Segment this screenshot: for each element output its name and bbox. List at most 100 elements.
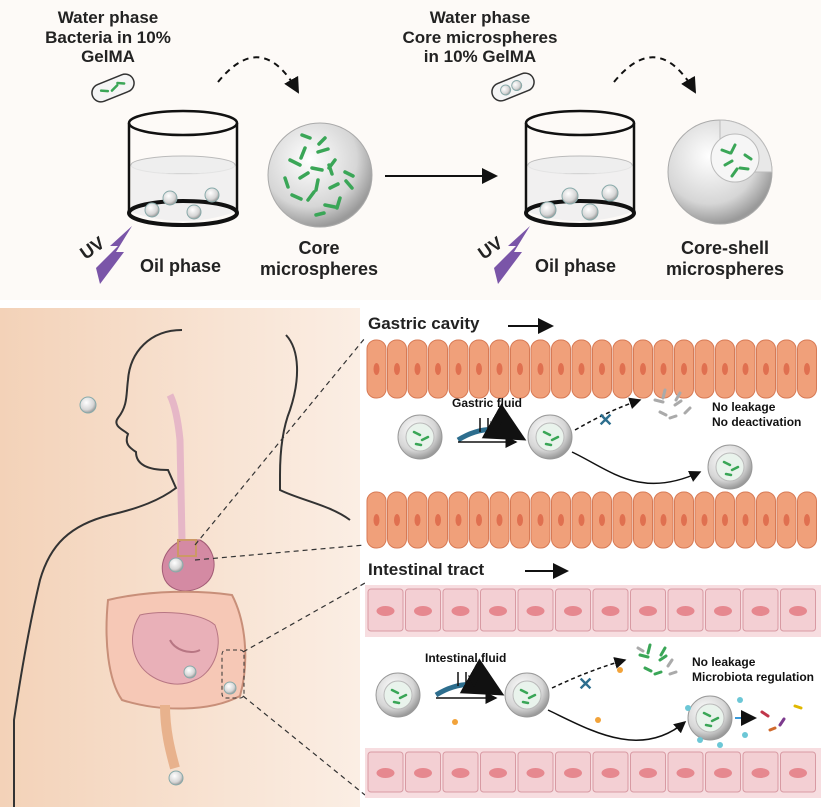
cell-nucleus [601, 768, 620, 778]
cell-nucleus [517, 514, 523, 526]
gastric-flow-illustration: ✕ [397, 388, 753, 490]
cell-nucleus [640, 363, 646, 375]
cell-nucleus [639, 606, 657, 616]
uv-lightning-icon-right [494, 226, 530, 284]
cell-nucleus [376, 768, 395, 778]
cell-nucleus [660, 514, 667, 526]
svg-text:✕: ✕ [578, 674, 593, 694]
cell-nucleus [660, 363, 667, 375]
cell-nucleus [517, 363, 523, 375]
cell-nucleus [742, 363, 749, 375]
cell-nucleus [376, 606, 395, 616]
gastric-cavity-title: Gastric cavity [368, 314, 480, 333]
cell-nucleus [722, 363, 728, 375]
core-shell-microspheres-label: Core-shell microspheres [665, 238, 785, 279]
oil-phase-label-right: Oil phase [535, 256, 617, 276]
cell-nucleus [414, 768, 432, 778]
cell-nucleus [578, 514, 585, 526]
intestinal-outcome-1: No leakage [692, 655, 756, 669]
gastric-cavity-panel [365, 338, 821, 549]
cell-nucleus [414, 514, 421, 526]
dashed-arrow-right [613, 56, 697, 94]
cell-nucleus [701, 514, 708, 526]
cell-nucleus [722, 514, 728, 526]
cell-nucleus [394, 514, 400, 526]
cell-nucleus [714, 606, 732, 616]
cell-nucleus [476, 363, 482, 375]
droplet-group-right [539, 184, 619, 221]
cell-nucleus [701, 363, 708, 375]
cell-nucleus [496, 514, 503, 526]
cell-nucleus [681, 363, 687, 375]
cell-nucleus [489, 606, 507, 616]
digestive-system [105, 393, 247, 770]
cell-nucleus [558, 363, 564, 375]
microsphere-in-intestine [168, 665, 237, 786]
cell-nucleus [476, 514, 482, 526]
svg-text:✕: ✕ [598, 410, 613, 430]
gastric-fluid-label: Gastric fluid [452, 396, 523, 410]
cell-nucleus [751, 768, 770, 778]
cell-nucleus [435, 363, 441, 375]
cell-nucleus [489, 768, 507, 778]
cell-nucleus [564, 606, 582, 616]
cell-nucleus [763, 363, 769, 375]
cell-nucleus [496, 363, 503, 375]
cell-nucleus [742, 514, 749, 526]
cell-nucleus [601, 606, 620, 616]
cell-nucleus [526, 768, 545, 778]
microsphere-in-mouth [79, 396, 97, 414]
cell-nucleus [558, 514, 564, 526]
cell-nucleus [455, 363, 462, 375]
cell-nucleus [373, 514, 380, 526]
cell-nucleus [599, 363, 605, 375]
intestinal-fluid-label: Intestinal fluid [425, 651, 507, 665]
core-microspheres-label: Core microspheres [259, 238, 379, 279]
zoom-connector-lines [194, 337, 366, 796]
test-tube-left [91, 73, 135, 103]
cell-nucleus [804, 514, 810, 526]
droplet-group-left [144, 187, 220, 220]
core-microsphere-illustration [267, 122, 373, 228]
cell-nucleus [451, 606, 470, 616]
cell-nucleus [619, 363, 626, 375]
test-tube-right [491, 72, 535, 102]
cell-nucleus [526, 606, 545, 616]
cell-nucleus [451, 768, 470, 778]
cell-nucleus [537, 363, 544, 375]
cell-nucleus [763, 514, 769, 526]
gastric-outcome-1: No leakage [712, 400, 776, 414]
cell-nucleus [394, 363, 400, 375]
cell-nucleus [414, 363, 421, 375]
gastric-outcome-2: No deactivation [712, 415, 802, 429]
microsphere-in-stomach [168, 557, 184, 573]
cell-nucleus [435, 514, 441, 526]
cell-nucleus [681, 514, 687, 526]
cell-nucleus [783, 514, 790, 526]
dashed-arrow-left [217, 56, 299, 94]
right-water-phase-label: Water phase Core microspheres in 10% Gel… [402, 8, 558, 67]
cell-nucleus [578, 363, 585, 375]
intestinal-outcome-2: Microbiota regulation [692, 670, 815, 684]
intestinal-flow-illustration: ✕ [375, 643, 803, 748]
cell-nucleus [751, 606, 770, 616]
cell-nucleus [783, 363, 790, 375]
human-body-outline [13, 329, 351, 807]
oil-phase-label-left: Oil phase [140, 256, 222, 276]
cell-nucleus [619, 514, 626, 526]
cell-nucleus [676, 768, 695, 778]
cell-nucleus [537, 514, 544, 526]
cell-nucleus [714, 768, 732, 778]
cell-nucleus [804, 363, 810, 375]
cell-nucleus [639, 768, 657, 778]
intestinal-tract-title: Intestinal tract [368, 560, 485, 579]
cell-nucleus [414, 606, 432, 616]
cell-nucleus [789, 606, 807, 616]
cell-nucleus [599, 514, 605, 526]
cell-nucleus [676, 606, 695, 616]
cell-nucleus [789, 768, 807, 778]
cell-nucleus [373, 363, 380, 375]
uv-lightning-icon-left [96, 226, 132, 284]
core-shell-microsphere-illustration [667, 119, 773, 225]
